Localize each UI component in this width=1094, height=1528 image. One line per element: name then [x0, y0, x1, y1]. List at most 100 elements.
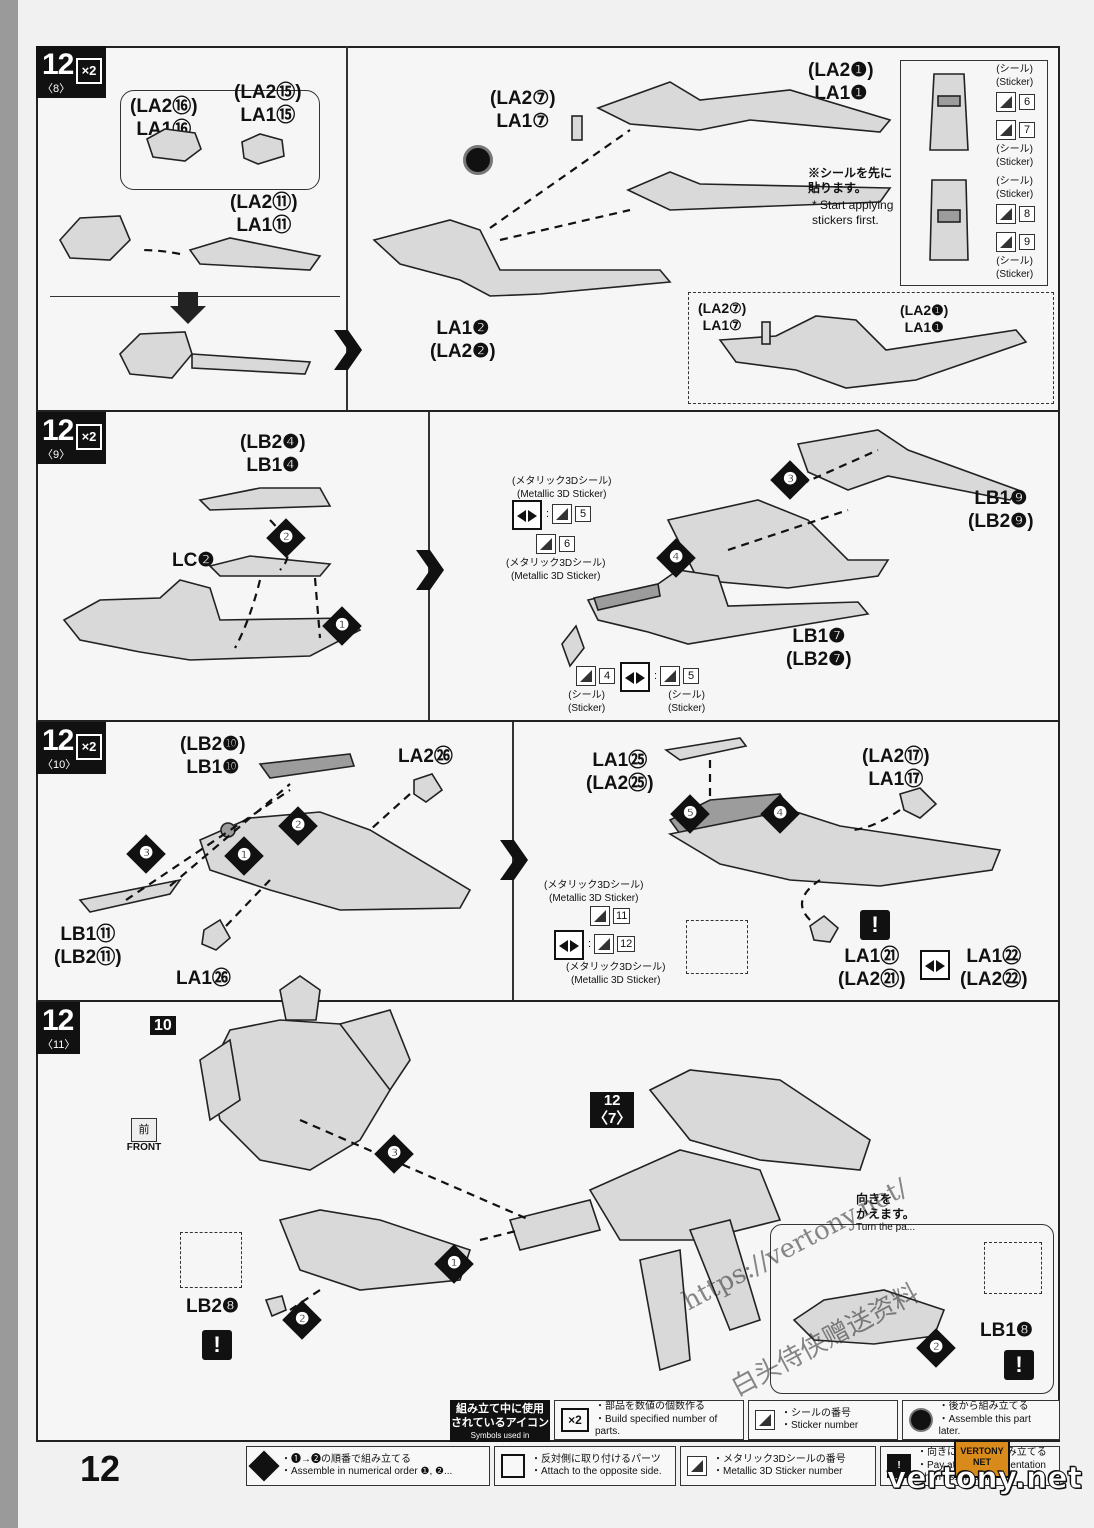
panel-divider [36, 720, 1060, 722]
part-shape [792, 1289, 946, 1345]
part-label: LA1㉒ (LA2㉒) [960, 946, 1028, 990]
detail-box [686, 920, 748, 974]
assemble-later-icon [463, 145, 493, 175]
step-number: 12 [42, 724, 74, 757]
legend-multiplier: ×2 ・部品を数値の個数作る・Build specified number of… [554, 1400, 744, 1440]
legend-order: ・❶→❷の順番で組み立てる・Assemble in numerical orde… [246, 1446, 490, 1486]
step-number: 12 [42, 414, 74, 447]
part-label: LA1㉑ (LA2㉑) [838, 946, 906, 990]
sticker-note-en: * Start applying stickers first. [812, 198, 894, 227]
metallic-caption: (メタリック3Dシール) (Metallic 3D Sticker) [506, 558, 606, 582]
step-number: 12 [42, 48, 74, 81]
legend-opposite: ・反対側に取り付けるパーツ・Attach to the opposite sid… [494, 1446, 676, 1486]
step-tag-8: 12 〈8〉 ×2 [36, 46, 106, 98]
opposite-side-icon [512, 500, 542, 530]
down-arrow-icon [170, 292, 206, 324]
step-substep: 〈8〉 [42, 83, 71, 95]
part-label: (LA2⑪) LA1⑪ [230, 192, 298, 236]
part-label: (LA2❶) LA1❶ [808, 60, 874, 104]
page-number: 12 [80, 1448, 121, 1489]
next-arrow-icon [416, 550, 444, 590]
detail-bubble [770, 1224, 1054, 1394]
metallic-caption: (メタリック3Dシール) (Metallic 3D Sticker) [512, 476, 612, 500]
sticker-5: :5 [654, 666, 700, 686]
sticker-caption: (シール) (Sticker) [568, 690, 606, 714]
legend-metallic: ・メタリック3Dシールの番号・Metallic 3D Sticker numbe… [680, 1446, 876, 1486]
opposite-side-icon [554, 930, 584, 960]
part-label: LA1❷ (LA2❷) [430, 318, 496, 362]
turn-note-jp: 向きを かえます。 [856, 1192, 915, 1221]
part-shape [62, 487, 362, 661]
part-shape [59, 215, 322, 271]
step-tag-11: 12 〈11〉 [36, 1002, 80, 1054]
legend-title: 組み立て中に使用 されているアイコン Symbols used in instr… [450, 1400, 550, 1450]
panel-split [512, 722, 514, 1000]
caution-icon: ! [860, 910, 890, 940]
panel-divider [36, 410, 1060, 412]
brand-badge: VERTONY NET [954, 1440, 1010, 1478]
caution-icon: ! [202, 1330, 232, 1360]
sticker-note-jp: ※シールを先に 貼ります。 [808, 166, 893, 195]
sticker-detail-box [900, 60, 1048, 286]
panel-divider [36, 1000, 1060, 1002]
part-shape [241, 133, 285, 165]
turn-note-en: Turn the pa... [856, 1222, 916, 1233]
part-shape [78, 753, 472, 951]
part-label: LA1㉕ (LA2㉕) [586, 750, 654, 794]
part-shape [718, 315, 1028, 389]
step-substep: 〈10〉 [42, 759, 77, 771]
sticker-caption: (シール) (Sticker) [996, 64, 1034, 88]
reference-step-7: 12 〈7〉 [590, 1092, 635, 1128]
front-indicator: 前 FRONT [124, 1118, 164, 1162]
part-shape [929, 73, 969, 261]
part-label: (LA2⑮) LA1⑮ [234, 82, 302, 126]
opposite-side-icon [920, 950, 950, 980]
part-label: (LB2❹) LB1❹ [240, 432, 306, 476]
step-tag-10: 12 〈10〉 ×2 [36, 722, 106, 774]
part-shape [119, 331, 312, 379]
step-number: 12 [42, 1004, 74, 1037]
part-shape [663, 737, 1002, 943]
sticker-9: 9 [996, 232, 1035, 252]
metallic-sticker-12: :12 [588, 934, 636, 954]
legend-later: ・後から組み立てる・Assemble this part later. [902, 1400, 1060, 1440]
metallic-caption: (メタリック3Dシール) (Metallic 3D Sticker) [544, 880, 644, 904]
brand-watermark: vertony.net [886, 1461, 1082, 1497]
next-arrow-icon [334, 330, 362, 370]
step-tag-9: 12 〈9〉 ×2 [36, 412, 106, 464]
sticker-7: 7 [996, 120, 1035, 140]
panel-split [346, 46, 348, 410]
part-label: LB1❾ (LB2❾) [968, 488, 1034, 532]
sticker-caption: (シール) (Sticker) [996, 176, 1034, 200]
part-label: (LA2⑦) LA1⑦ [698, 300, 747, 333]
part-label: LC❷ [172, 550, 215, 571]
sticker-6: 6 [996, 92, 1035, 112]
part-label: LB1❼ (LB2❼) [786, 626, 852, 670]
multiplier-badge: ×2 [76, 58, 102, 84]
part-label: LB2❽ [186, 1296, 239, 1317]
detail-box [180, 1232, 242, 1288]
part-label: (LB2❿) LB1❿ [180, 734, 246, 778]
part-label: LA2㉖ [398, 746, 453, 767]
detail-box [688, 292, 1054, 404]
part-label: LA1㉖ [176, 968, 231, 989]
reference-step-10: 10 [150, 1016, 176, 1036]
detail-box [984, 1242, 1042, 1294]
step-substep: 〈9〉 [42, 449, 71, 461]
next-arrow-icon [500, 840, 528, 880]
part-shape [146, 128, 202, 162]
robot-figure [199, 975, 411, 1171]
caution-icon: ! [1004, 1350, 1034, 1380]
sticker-caption: (シール) (Sticker) [668, 690, 706, 714]
binding-edge [0, 0, 18, 1528]
part-label: (LA2❶) LA1❶ [900, 302, 949, 335]
part-label: LB1❽ [980, 1320, 1033, 1341]
sticker-caption: (シール) (Sticker) [996, 144, 1034, 168]
part-shape [372, 81, 892, 297]
part-label: (LA2⑰) LA1⑰ [862, 746, 930, 790]
metallic-sticker-11: 11 [590, 906, 631, 926]
part-shape [561, 429, 1020, 668]
multiplier-badge: ×2 [76, 424, 102, 450]
part-label: (LA2⑦) LA1⑦ [490, 88, 556, 132]
